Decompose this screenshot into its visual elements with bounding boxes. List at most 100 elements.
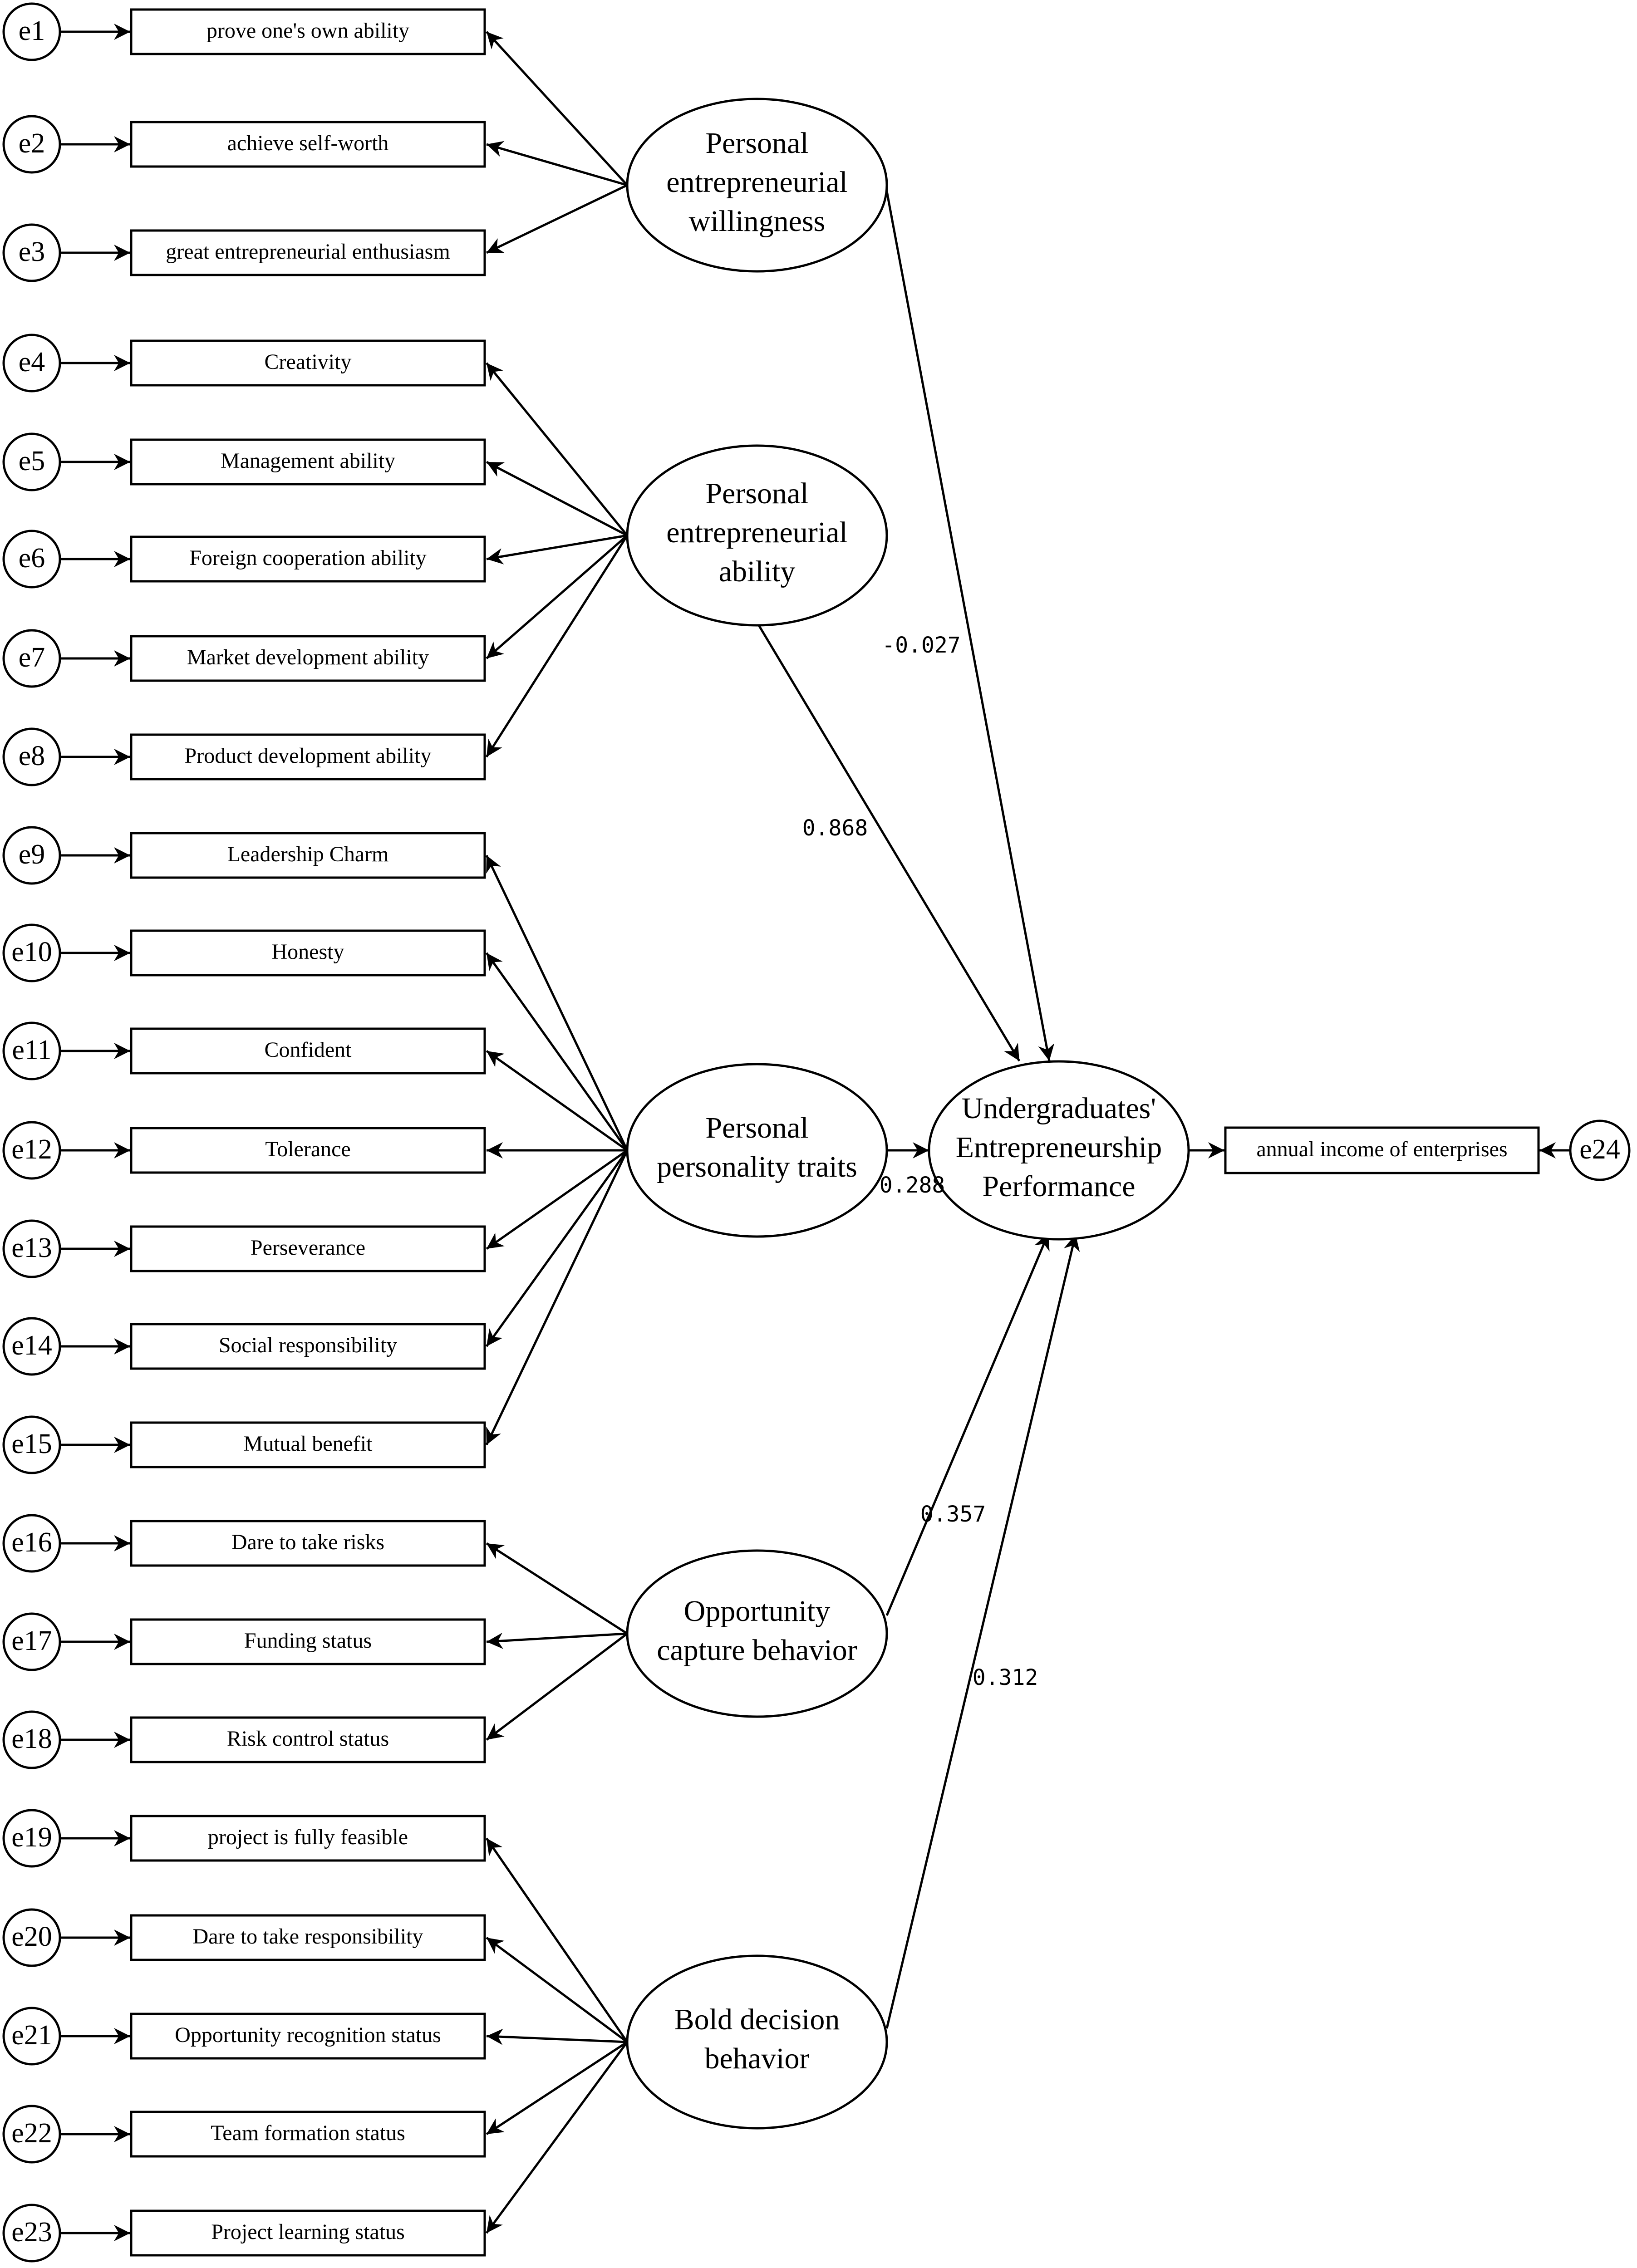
indicator-box — [130, 1323, 486, 1370]
latent-to-indicator-arrow — [486, 1633, 628, 1741]
outcome-label-line: Undergraduates' — [962, 1092, 1156, 1125]
indicator-label: Foreign cooperation ability — [189, 546, 427, 570]
error-term-circle — [2, 432, 61, 491]
path-coefficient: 0.312 — [973, 1665, 1038, 1690]
error-term-label: e20 — [11, 1921, 52, 1952]
error-term-circle — [2, 826, 61, 885]
indicator-label: Perseverance — [251, 1236, 365, 1260]
error-term-label: e5 — [19, 446, 45, 476]
error-term-circle — [2, 1514, 61, 1573]
latent-to-indicator-arrow — [486, 2041, 628, 2135]
error-term-label: e19 — [11, 1822, 52, 1853]
structural-path-arrow — [884, 181, 1055, 1061]
error-term-circle — [1569, 1119, 1631, 1181]
error-term-circle — [2, 115, 61, 174]
indicator-label: Confident — [265, 1038, 352, 1062]
error-term-circle — [2, 1121, 61, 1180]
indicator-label: Dare to take responsibility — [193, 1924, 423, 1949]
error-term-label: e13 — [11, 1232, 52, 1263]
error-term-circle — [2, 923, 61, 982]
error-term-label: e3 — [19, 236, 45, 267]
indicator-box — [130, 535, 486, 583]
path-coefficient: 0.868 — [802, 815, 868, 841]
latent-label-line: Bold decision — [674, 2003, 840, 2036]
indicator-label: Creativity — [265, 350, 352, 374]
error-term-circle — [2, 1219, 61, 1278]
latent-ellipse — [626, 1063, 888, 1238]
error-term-label: e6 — [19, 543, 45, 574]
indicator-box — [130, 121, 486, 168]
indicator-label: Product development ability — [185, 744, 432, 768]
error-term-circle — [2, 2007, 61, 2066]
error-term-circle — [2, 334, 61, 393]
indicator-box — [130, 635, 486, 682]
latent-to-indicator-arrow — [485, 535, 629, 758]
indicator-box — [130, 1815, 486, 1862]
latent-ellipse — [626, 1954, 888, 2130]
latent-to-indicator-arrow — [485, 1149, 629, 1347]
error-term-circle — [2, 2204, 61, 2263]
error-term-label: e11 — [12, 1035, 51, 1065]
error-term-circle — [2, 727, 61, 786]
indicator-label: achieve self-worth — [227, 131, 389, 155]
latent-to-indicator-arrow — [486, 31, 628, 186]
indicator-box — [130, 2013, 486, 2060]
indicator-box — [130, 1914, 486, 1961]
indicator-box — [130, 229, 486, 276]
latent-label-line: Personal — [705, 1111, 808, 1144]
indicator-label: Mutual benefit — [244, 1432, 373, 1456]
structural-path-arrow — [885, 1234, 1080, 2029]
error-term-label: e15 — [11, 1429, 52, 1459]
error-term-label: e21 — [11, 2020, 52, 2051]
indicator-label: great entrepreneurial enthusiasm — [166, 240, 450, 264]
error-term-label: e18 — [11, 1723, 52, 1754]
indicator-box — [130, 1225, 486, 1272]
error-term-circle — [2, 629, 61, 688]
output-indicator-box — [1224, 1126, 1540, 1174]
error-term-label: e23 — [11, 2217, 52, 2248]
indicator-label: Team formation status — [211, 2121, 405, 2145]
indicator-label: Management ability — [221, 449, 395, 473]
indicator-box — [130, 1520, 486, 1567]
latent-to-indicator-arrow — [485, 854, 629, 1151]
error-term-label: e17 — [11, 1625, 52, 1656]
outcome-label-line: Performance — [982, 1170, 1135, 1203]
latent-ellipse — [626, 1549, 888, 1718]
indicator-label: Leadership Charm — [227, 842, 389, 866]
indicator-label: Risk control status — [227, 1727, 389, 1751]
latent-label-line: behavior — [705, 2042, 810, 2075]
latent-to-indicator-arrow — [485, 1837, 629, 2043]
error-term-label: e4 — [19, 347, 45, 378]
error-term-label: e7 — [19, 642, 45, 673]
error-term-label: e2 — [19, 128, 45, 159]
latent-to-indicator-arrow — [486, 1632, 628, 1649]
error-term-circle — [2, 530, 61, 589]
latent-to-indicator-arrow — [486, 535, 628, 659]
indicator-label: Honesty — [272, 940, 344, 964]
error-term-circle — [2, 1317, 61, 1376]
latent-to-indicator-arrow — [485, 952, 629, 1151]
error-term-label: e12 — [11, 1134, 52, 1165]
indicator-box — [130, 1027, 486, 1075]
path-coefficient: -0.027 — [882, 633, 960, 658]
indicator-box — [130, 929, 486, 977]
error-term-label: e8 — [19, 741, 45, 771]
latent-to-indicator-arrow — [486, 1050, 628, 1152]
indicator-box — [130, 733, 486, 781]
latent-to-indicator-arrow — [485, 1149, 629, 1446]
latent-to-indicator-arrow — [486, 141, 628, 187]
latent-label-line: Personal — [705, 477, 808, 510]
path-coefficient: 0.288 — [880, 1173, 945, 1198]
error-term-circle — [2, 1809, 61, 1868]
indicator-box — [130, 2209, 486, 2257]
outcome-ellipse — [928, 1060, 1190, 1241]
path-coefficient: 0.357 — [920, 1502, 986, 1527]
indicator-box — [130, 2111, 486, 2158]
latent-label-line: entrepreneurial — [666, 166, 847, 199]
latent-to-indicator-arrow — [486, 534, 628, 565]
error-term-label: e10 — [11, 937, 52, 967]
indicator-label: prove one's own ability — [206, 19, 409, 43]
latent-label-line: entrepreneurial — [666, 516, 847, 549]
indicator-box — [130, 339, 486, 387]
